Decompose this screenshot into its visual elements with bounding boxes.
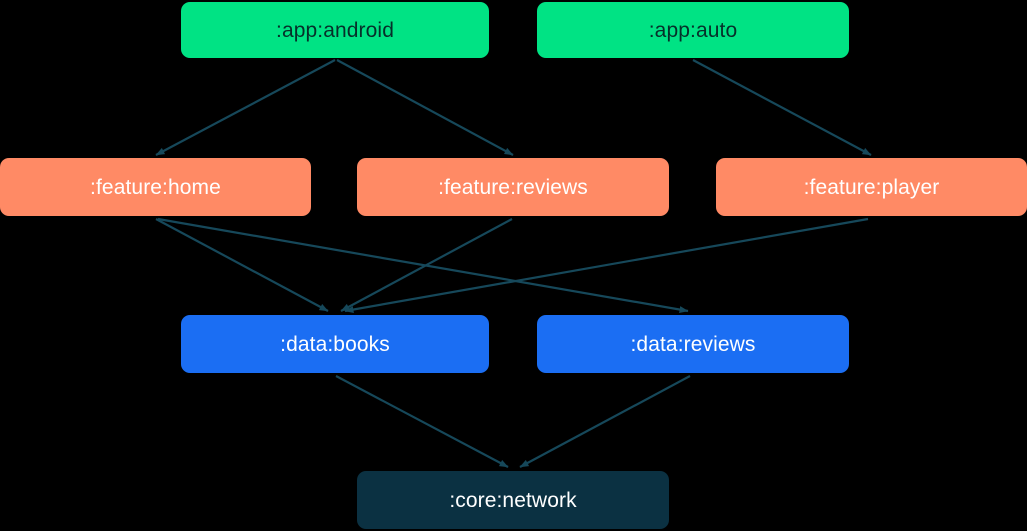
graph-node-data-books[interactable]: :data:books [181, 315, 489, 373]
graph-node-app-android[interactable]: :app:android [181, 2, 489, 58]
graph-node-app-auto[interactable]: :app:auto [537, 2, 849, 58]
graph-edge-feature-player-to-data-books [344, 217, 869, 313]
graph-node-label: :feature:home [90, 175, 221, 199]
graph-node-core-network[interactable]: :core:network [357, 471, 669, 529]
graph-edge-feature-home-to-data-reviews [157, 217, 689, 313]
graph-edge-app-android-to-feature-reviews [336, 59, 514, 156]
graph-edge-data-books-to-core-network [335, 375, 509, 468]
graph-edge-data-reviews-to-core-network [519, 375, 691, 468]
graph-node-label: :data:reviews [630, 332, 756, 356]
graph-node-feature-player[interactable]: :feature:player [716, 158, 1027, 216]
graph-node-label: :feature:player [803, 175, 940, 199]
graph-node-data-reviews[interactable]: :data:reviews [537, 315, 849, 373]
graph-edge-app-auto-to-feature-player [692, 59, 872, 156]
graph-node-label: :app:android [276, 18, 394, 42]
graph-node-label: :data:books [280, 332, 390, 356]
graph-edge-feature-home-to-data-books [155, 218, 329, 312]
graph-node-feature-home[interactable]: :feature:home [0, 158, 311, 216]
graph-node-label: :core:network [449, 488, 577, 512]
graph-edges [155, 59, 872, 468]
graph-node-label: :app:auto [648, 18, 738, 42]
graph-node-feature-reviews[interactable]: :feature:reviews [357, 158, 669, 216]
graph-edge-feature-reviews-to-data-books [340, 218, 513, 312]
graph-node-label: :feature:reviews [438, 175, 588, 199]
graph-edge-app-android-to-feature-home [155, 59, 336, 156]
